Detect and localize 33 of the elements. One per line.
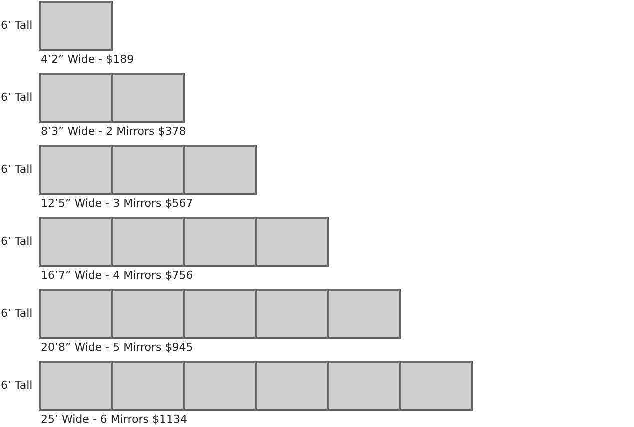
mirror-panel [111,73,185,123]
mirror-panel [327,361,401,411]
mirror-panel [111,361,185,411]
mirror-panel [39,361,113,411]
mirror-panel [255,217,329,267]
mirror-panel [111,145,185,195]
mirror-panel [111,289,185,339]
mirror-panel [111,217,185,267]
width-price-label: 4’2” Wide - $189 [41,53,134,67]
mirror-panel [39,145,113,195]
mirror-panel [39,1,113,51]
width-price-label: 25’ Wide - 6 Mirrors $1134 [41,413,188,427]
mirror-panel [399,361,473,411]
height-label: 6’ Tall [1,307,33,321]
mirror-panel [183,145,257,195]
mirror-panel [255,361,329,411]
width-price-label: 8’3” Wide - 2 Mirrors $378 [41,125,186,139]
mirror-panel [39,73,113,123]
height-label: 6’ Tall [1,91,33,105]
mirror-panel [183,289,257,339]
height-label: 6’ Tall [1,235,33,249]
height-label: 6’ Tall [1,379,33,393]
width-price-label: 20’8” Wide - 5 Mirrors $945 [41,341,194,355]
mirror-panel [39,289,113,339]
mirror-panel [183,361,257,411]
mirror-panel [327,289,401,339]
mirror-panel [255,289,329,339]
height-label: 6’ Tall [1,163,33,177]
mirror-panel [183,217,257,267]
mirror-panel [39,217,113,267]
height-label: 6’ Tall [1,19,33,33]
width-price-label: 16’7” Wide - 4 Mirrors $756 [41,269,194,283]
width-price-label: 12’5” Wide - 3 Mirrors $567 [41,197,194,211]
